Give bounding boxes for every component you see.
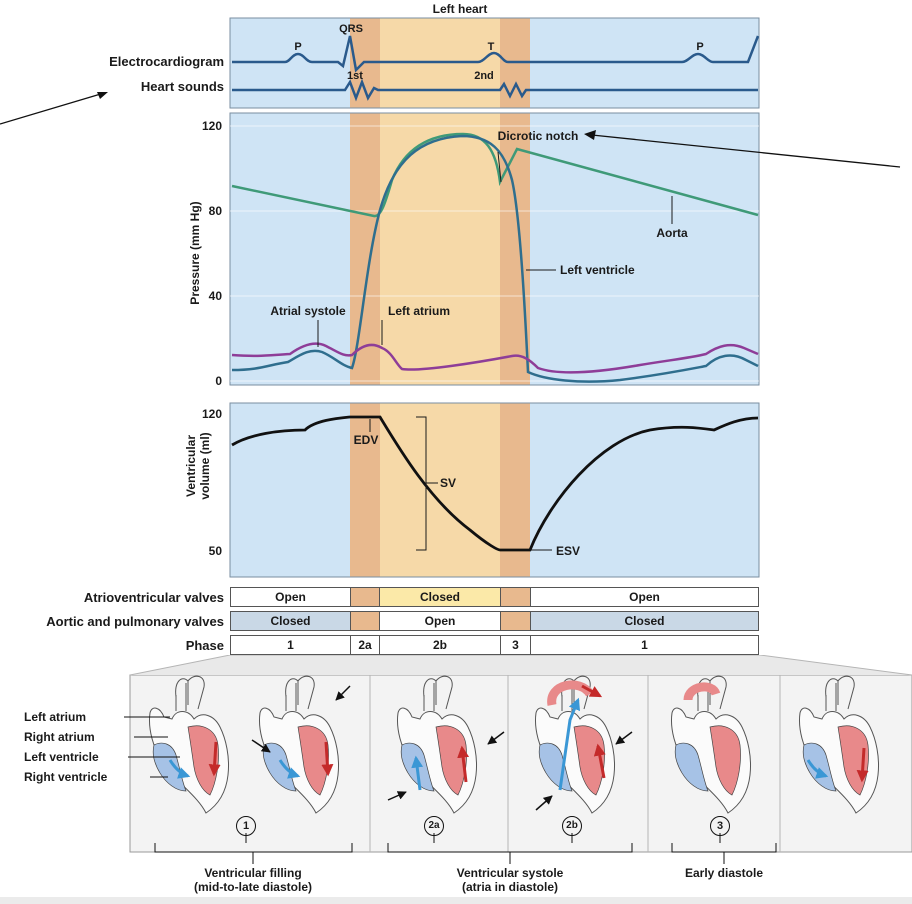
heart-illustration-strip xyxy=(0,654,912,897)
sl-closed-cell-1: Closed xyxy=(230,611,351,631)
volume-y-label-line2: volume (ml) xyxy=(198,432,212,500)
sv-label: SV xyxy=(440,476,456,490)
sl-closed-margin-right xyxy=(500,611,531,631)
av-closed-margin-left xyxy=(350,587,380,607)
heart-sounds-track-label: Heart sounds xyxy=(140,79,224,94)
chamber-label-right-ventricle: Right ventricle xyxy=(24,770,108,784)
av-valves-label: Atrioventricular valves xyxy=(83,590,224,605)
phase-circle-1: 1 xyxy=(236,816,256,836)
sl-closed-margin-left xyxy=(350,611,380,631)
left-ventricle-pressure-line xyxy=(231,134,759,383)
group-1-title: Ventricular filling xyxy=(204,866,302,880)
atrial-systole-label: Atrial systole xyxy=(270,304,346,318)
group-2-title: Ventricular systole xyxy=(456,866,564,880)
volume-panel-band-3 xyxy=(500,403,530,577)
ecg-waveform xyxy=(232,35,760,73)
left-ventricle-label: Left ventricle xyxy=(560,263,635,277)
phase-cell-1b: 1 xyxy=(530,635,759,655)
pressure-panel-frame xyxy=(229,112,760,386)
av-open-cell-1: Open xyxy=(230,587,351,607)
volume-panel-band-2b xyxy=(380,403,500,577)
group-2-subtitle: (atria in diastole) xyxy=(461,880,559,894)
heart-sounds-pointer-head xyxy=(97,92,108,99)
av-closed-cell: Closed xyxy=(379,587,501,607)
av-closed-margin-right xyxy=(500,587,531,607)
sl-open-cell: Open xyxy=(379,611,501,631)
chamber-label-right-atrium: Right atrium xyxy=(24,730,95,744)
volume-tick-50: 50 xyxy=(209,544,223,558)
ecg-p-wave-label-2: P xyxy=(696,41,703,53)
dicrotic-notch-leader xyxy=(497,151,502,183)
heart-sounds-pointer-arrow xyxy=(0,92,105,125)
phase-cell-2b: 2b xyxy=(379,635,501,655)
phase-circle-2b: 2b xyxy=(562,816,582,836)
volume-panel-band-2a xyxy=(350,403,380,577)
ecg-panel-frame xyxy=(229,17,760,109)
pressure-tick-80: 80 xyxy=(209,204,223,218)
aorta-label: Aorta xyxy=(656,226,688,240)
first-heart-sound-label: 1st xyxy=(347,70,363,82)
edv-label: EDV xyxy=(354,433,379,447)
chamber-label-left-atrium: Left atrium xyxy=(24,710,87,724)
phase-cell-2a: 2a xyxy=(350,635,380,655)
ecg-p-wave-label: P xyxy=(294,41,301,53)
volume-y-label-line1: Ventricular xyxy=(184,434,198,498)
phase-circle-2a: 2a xyxy=(424,816,444,836)
ventricular-volume-line xyxy=(231,415,759,552)
figure-title: Left heart xyxy=(432,2,488,16)
phase-cell-1: 1 xyxy=(230,635,351,655)
dicrotic-notch-pointer-arrow xyxy=(591,134,901,168)
pressure-tick-0: 0 xyxy=(215,374,222,388)
second-heart-sound-label: 2nd xyxy=(474,70,494,82)
phase-cell-3: 3 xyxy=(500,635,531,655)
viewer-bottom-bar xyxy=(0,897,912,904)
pressure-panel-band-2a xyxy=(350,113,380,385)
ecg-t-wave-label: T xyxy=(488,41,495,53)
dicrotic-notch-pointer-head xyxy=(584,130,596,140)
volume-panel-frame xyxy=(229,402,760,578)
volume-tick-120: 120 xyxy=(202,407,222,421)
ecg-qrs-label: QRS xyxy=(339,23,363,35)
chamber-label-left-ventricle: Left ventricle xyxy=(24,750,99,764)
phase-circle-3: 3 xyxy=(710,816,730,836)
left-atrium-label: Left atrium xyxy=(388,304,450,318)
pressure-tick-40: 40 xyxy=(209,289,223,303)
semilunar-valves-label: Aortic and pulmonary valves xyxy=(46,614,224,629)
pressure-panel-band-2b xyxy=(380,113,500,385)
esv-label: ESV xyxy=(556,544,580,558)
aorta-pressure-line xyxy=(231,132,759,218)
group-1-subtitle: (mid-to-late diastole) xyxy=(193,880,312,894)
sl-closed-cell-2: Closed xyxy=(530,611,759,631)
av-open-cell-2: Open xyxy=(530,587,759,607)
left-atrium-pressure-line xyxy=(231,342,759,374)
phase-row-label: Phase xyxy=(185,638,224,653)
heart-sounds-waveform xyxy=(232,78,758,102)
ecg-track-label: Electrocardiogram xyxy=(109,54,224,69)
pressure-y-label: Pressure (mm Hg) xyxy=(188,201,202,305)
dicrotic-notch-label: Dicrotic notch xyxy=(498,129,579,143)
group-3-title: Early diastole xyxy=(684,866,764,880)
pressure-panel-band-3 xyxy=(500,113,530,385)
pressure-tick-120: 120 xyxy=(202,119,222,133)
